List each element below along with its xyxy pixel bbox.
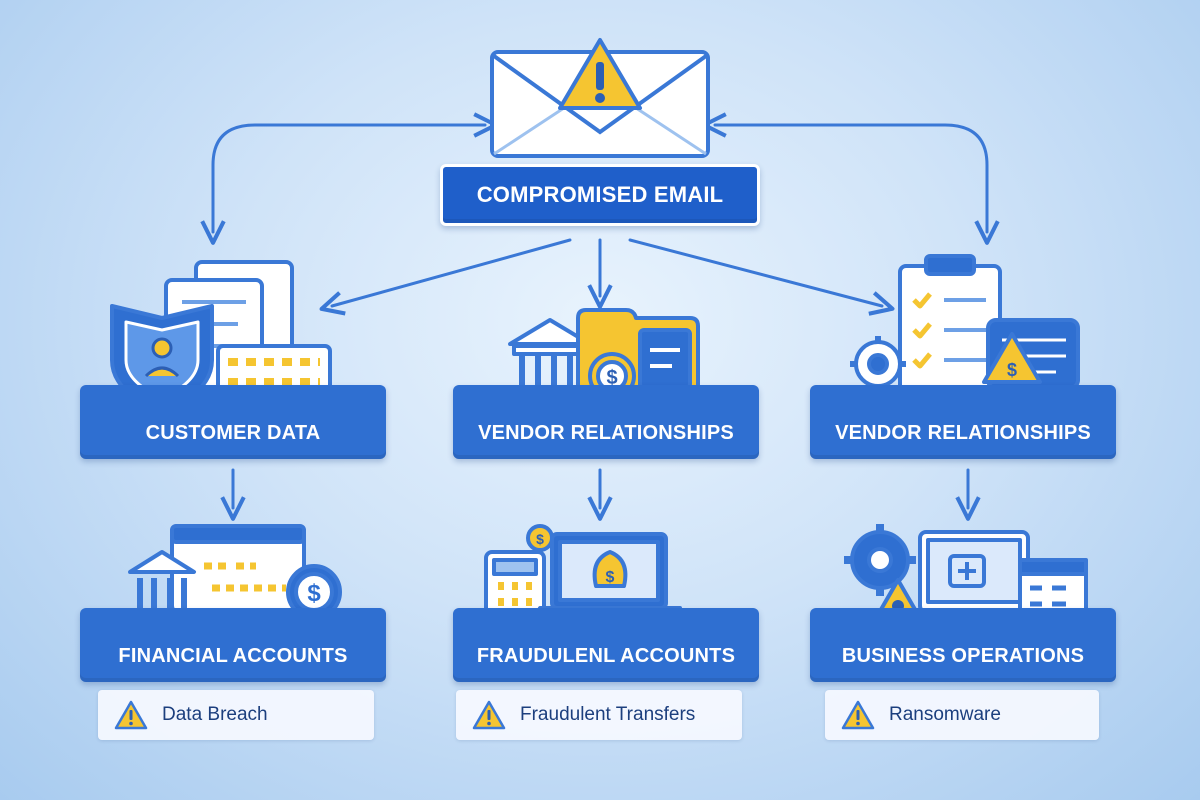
- connector-arrows: [200, 112, 1000, 521]
- risk-fraudulent-transfers: Fraudulent Transfers: [456, 690, 742, 740]
- financial-accounts-label: FINANCIAL ACCOUNTS: [118, 644, 348, 667]
- arrow-root-to-right: [628, 238, 895, 316]
- compromised-email-label: COMPROMISED EMAIL: [476, 182, 724, 207]
- business-operations-box: BUSINESS OPERATIONS: [810, 608, 1116, 682]
- fraudulent-accounts-label: FRAUDULENL ACCOUNTS: [476, 644, 736, 667]
- vendor-relationships-label-1: VENDOR RELATIONSHIPS: [478, 421, 734, 444]
- arrow-root-to-left: [319, 238, 572, 316]
- fraudulent-accounts-box: FRAUDULENL ACCOUNTS: [453, 608, 759, 682]
- financial-accounts-box: FINANCIAL ACCOUNTS: [80, 608, 386, 682]
- customer-data-label: CUSTOMER DATA: [145, 421, 321, 444]
- warning-icon: [841, 700, 875, 730]
- vendor-relationships-label-2: VENDOR RELATIONSHIPS: [835, 421, 1091, 444]
- risk-label: Data Breach: [162, 704, 268, 725]
- clipboard-gear-money-icon: $: [850, 254, 1080, 396]
- svg-text:$: $: [536, 531, 544, 547]
- customer-data-box: CUSTOMER DATA: [80, 385, 386, 459]
- svg-text:$: $: [606, 569, 615, 586]
- envelope-warning-icon: [490, 38, 710, 158]
- vendor-relationships-box-2: VENDOR RELATIONSHIPS: [810, 385, 1116, 459]
- gear-monitor-warning-icon: [844, 524, 1088, 634]
- business-operations-label: BUSINESS OPERATIONS: [841, 644, 1085, 667]
- arrow-left-loop: [200, 112, 498, 245]
- compromised-email-box: COMPROMISED EMAIL: [440, 164, 760, 226]
- arrow-right-loop: [702, 112, 1000, 245]
- risk-label: Fraudulent Transfers: [520, 704, 696, 725]
- svg-text:$: $: [606, 367, 617, 389]
- risk-ransomware: Ransomware: [825, 690, 1099, 740]
- warning-icon: [114, 700, 148, 730]
- svg-text:$: $: [1007, 360, 1017, 380]
- bank-browser-coin-icon: $: [124, 524, 342, 620]
- risk-data-breach: Data Breach: [98, 690, 374, 740]
- bank-folder-coin-icon: $: [504, 308, 700, 402]
- svg-text:$: $: [307, 580, 321, 607]
- warning-icon: [472, 700, 506, 730]
- vendor-relationships-box-1: VENDOR RELATIONSHIPS: [453, 385, 759, 459]
- risk-label: Ransomware: [889, 704, 1001, 725]
